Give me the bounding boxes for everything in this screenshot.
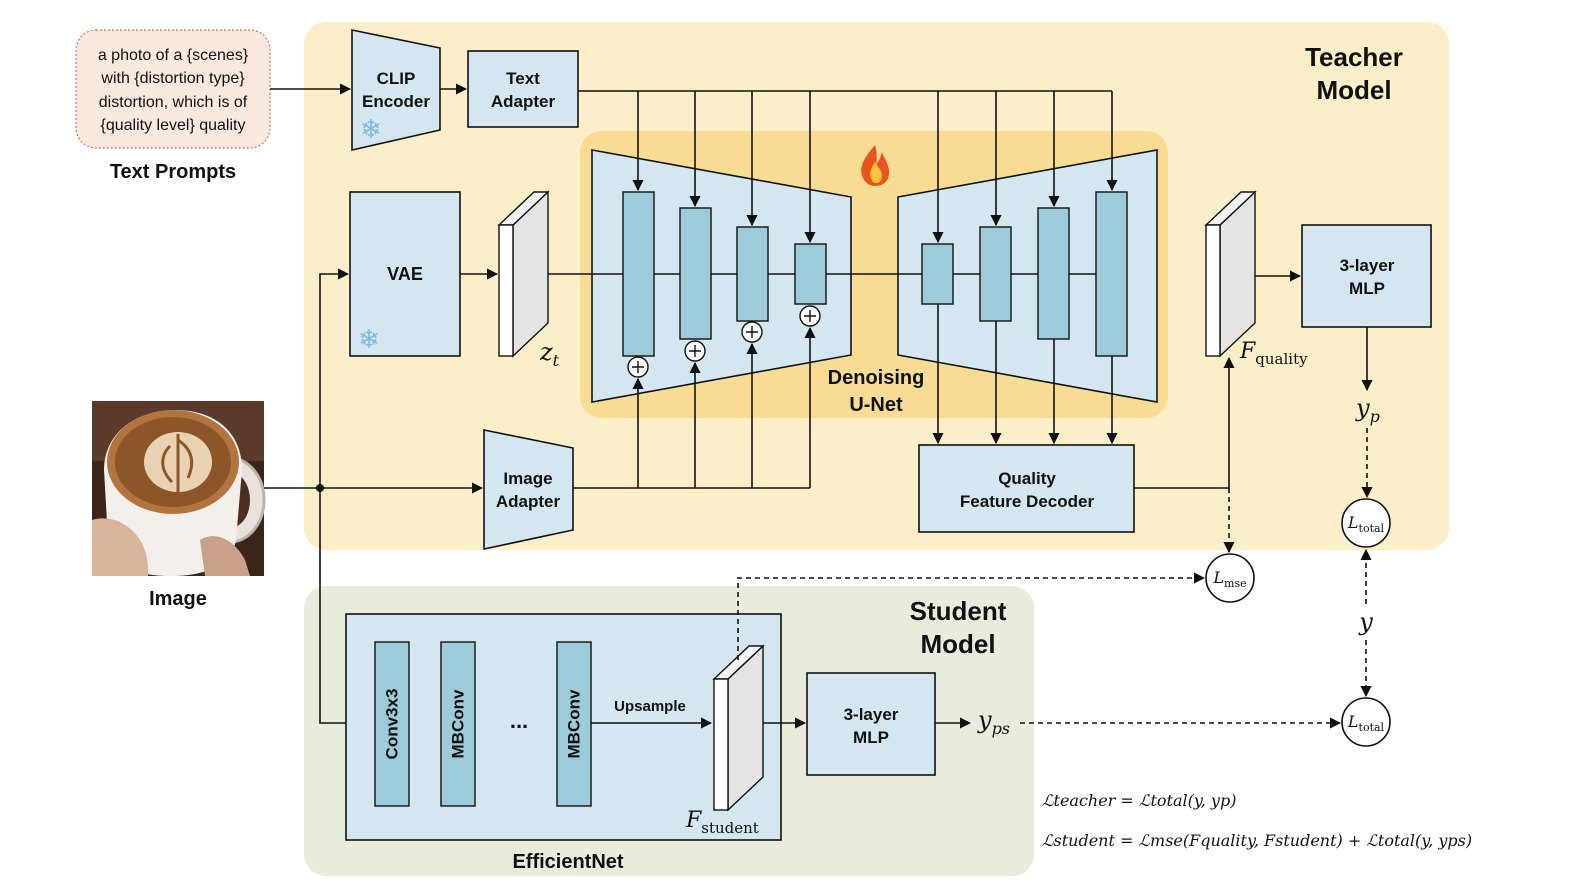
efficientnet-caption: EfficientNet bbox=[512, 851, 623, 873]
yps-label: yps bbox=[977, 706, 1010, 738]
student-title-line2: Model bbox=[920, 629, 995, 659]
student-mlp-label-2: MLP bbox=[853, 728, 889, 747]
student-mlp bbox=[806, 672, 936, 776]
text-adapter-label-1: Text bbox=[506, 69, 540, 88]
clip-encoder-label-2: Encoder bbox=[362, 92, 430, 111]
plus-node-1 bbox=[627, 356, 649, 378]
image-caption: Image bbox=[149, 588, 207, 610]
unet-decoder-block-3 bbox=[1037, 207, 1070, 340]
unet-encoder bbox=[591, 149, 852, 403]
plus-node-3 bbox=[741, 321, 763, 343]
vae-label: VAE bbox=[387, 264, 423, 284]
image-adapter-label-2: Adapter bbox=[496, 492, 561, 511]
teacher-loss-total-label: Ltotal bbox=[1347, 513, 1385, 535]
text-prompt-line-4: {quality level} quality bbox=[101, 117, 246, 134]
text-adapter-label-2: Adapter bbox=[491, 92, 556, 111]
text-prompt-line-2: with {distortion type} bbox=[100, 70, 245, 87]
ellipsis-label: ... bbox=[510, 708, 528, 733]
mse-loss-label: Lmse bbox=[1212, 568, 1246, 590]
student-mlp-label-1: 3-layer bbox=[844, 705, 899, 724]
zt-label: zt bbox=[539, 338, 560, 370]
teacher-mlp-label-1: 3-layer bbox=[1340, 256, 1395, 275]
vae-snowflake-icon: ❄ bbox=[358, 324, 380, 354]
fstudent-label: Fstudent bbox=[685, 808, 759, 837]
teacher-loss-total-node bbox=[1341, 498, 1391, 548]
conv3x3-label: Conv3x3 bbox=[383, 689, 402, 760]
fstudent-slab-front bbox=[713, 678, 729, 811]
fstudent-to-mse bbox=[737, 572, 1206, 660]
unet-decoder bbox=[897, 149, 1158, 403]
unet-encoder-block-1 bbox=[622, 191, 655, 357]
text-prompts-caption: Text Prompts bbox=[110, 161, 236, 183]
unet-decoder-block-1 bbox=[921, 243, 954, 305]
unet-encoder-block-2 bbox=[679, 207, 712, 340]
input-image bbox=[92, 401, 266, 576]
unet-decoder-block-2 bbox=[979, 226, 1012, 322]
upsample-label: Upsample bbox=[614, 698, 686, 715]
unet-label-1: Denoising bbox=[828, 367, 925, 389]
flame-icon bbox=[861, 145, 890, 186]
clip-encoder-label-1: CLIP bbox=[377, 69, 416, 88]
fquality-slab-front bbox=[1205, 224, 1221, 357]
teacher-loss-equation: ℒteacher = ℒtotal(y, yp) bbox=[1042, 791, 1236, 810]
image-to-vae bbox=[319, 268, 350, 488]
plus-node-2 bbox=[684, 340, 706, 362]
teacher-title: Teacher bbox=[1305, 42, 1403, 72]
student-loss-total-label: Ltotal bbox=[1347, 712, 1385, 734]
ground-truth-y-label: y bbox=[1358, 608, 1373, 636]
plus-node-4 bbox=[799, 305, 821, 327]
text-prompt-line-3: distortion, which is of bbox=[99, 94, 248, 111]
clip-encoder bbox=[351, 29, 441, 152]
text-adapter bbox=[467, 50, 579, 128]
unet-encoder-block-3 bbox=[736, 226, 769, 322]
decoder-label-2: Feature Decoder bbox=[960, 492, 1095, 511]
teacher-mlp-label-2: MLP bbox=[1349, 279, 1385, 298]
mse-loss-node bbox=[1205, 553, 1255, 603]
conv3x3-block bbox=[374, 641, 410, 807]
unet-decoder-block-4 bbox=[1095, 191, 1128, 357]
student-title: Student bbox=[910, 596, 1007, 626]
teacher-title-line2: Model bbox=[1316, 75, 1391, 105]
snowflake-icon: ❄ bbox=[360, 114, 382, 144]
image-adapter-label-1: Image bbox=[503, 469, 552, 488]
mbconv-block-1 bbox=[440, 641, 476, 807]
mbconv-label-1: MBConv bbox=[449, 689, 468, 758]
mbconv-label-2: MBConv bbox=[565, 689, 584, 758]
unet-encoder-block-4 bbox=[794, 243, 827, 305]
mbconv-block-2 bbox=[556, 641, 592, 807]
student-loss-total-node bbox=[1341, 697, 1391, 747]
fquality-label: Fquality bbox=[1239, 339, 1308, 368]
quality-feature-decoder bbox=[918, 444, 1135, 533]
latent-slab-front bbox=[498, 224, 514, 357]
unet-label-2: U-Net bbox=[849, 394, 903, 416]
teacher-mlp bbox=[1301, 224, 1432, 328]
text-prompt-line-1: a photo of a {scenes} bbox=[98, 47, 249, 64]
yp-label: yp bbox=[1355, 394, 1380, 426]
image-adapter bbox=[483, 429, 574, 550]
decoder-label-1: Quality bbox=[998, 469, 1056, 488]
student-loss-equation: ℒstudent = ℒmse(Fquality, Fstudent) + ℒt… bbox=[1042, 831, 1472, 850]
